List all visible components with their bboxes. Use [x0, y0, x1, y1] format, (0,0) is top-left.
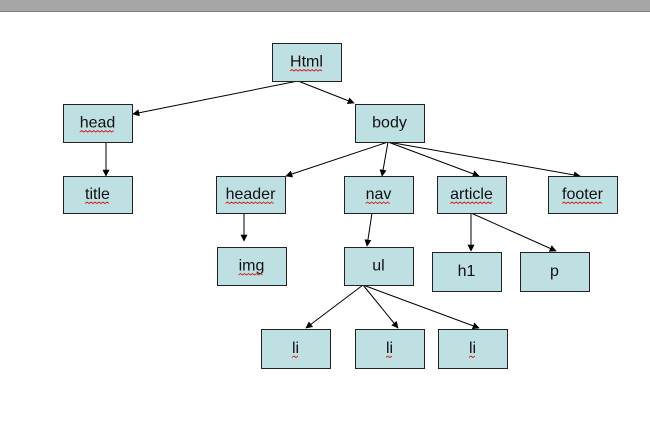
- spellcheck-underline-article: [449, 201, 493, 205]
- edge-body-to-header: [285, 141, 389, 178]
- spellcheck-underline-li3: [468, 355, 476, 359]
- spellcheck-underline-nav: [365, 201, 390, 205]
- node-box-li1: [261, 329, 331, 369]
- node-box-html: [272, 43, 342, 82]
- node-box-title: [63, 176, 133, 214]
- node-html: Html: [272, 43, 342, 82]
- node-h1: h1: [432, 252, 502, 292]
- node-li2: li: [355, 329, 425, 369]
- node-article: article: [437, 176, 507, 214]
- spellcheck-underline-li2: [385, 355, 393, 359]
- node-box-h1: [432, 252, 502, 292]
- edge-html-to-head: [132, 80, 299, 117]
- node-body: body: [355, 104, 425, 143]
- node-label-img: img: [239, 258, 265, 275]
- node-box-footer: [548, 176, 618, 214]
- spellcheck-underline-header: [225, 201, 274, 205]
- node-header: header: [216, 176, 286, 214]
- node-footer: footer: [548, 176, 618, 214]
- node-box-header: [216, 176, 286, 214]
- node-label-html: Html: [290, 54, 323, 71]
- node-img: img: [217, 247, 287, 286]
- node-box-li3: [438, 329, 508, 369]
- edge-article-to-p: [470, 212, 557, 252]
- node-label-body: body: [372, 115, 407, 132]
- node-label-title: title: [85, 186, 110, 203]
- edges-layer: [102, 80, 581, 330]
- node-label-article: article: [450, 186, 493, 203]
- top-bar: [0, 0, 650, 12]
- node-label-header: header: [226, 186, 276, 203]
- edge-body-to-footer: [387, 141, 581, 179]
- node-head: head: [63, 104, 133, 143]
- node-label-p: p: [550, 263, 559, 280]
- node-title: title: [63, 176, 133, 214]
- edge-html-to-body: [297, 80, 355, 104]
- node-label-h1: h1: [458, 263, 476, 280]
- node-label-li2: li: [386, 340, 393, 357]
- node-label-li1: li: [292, 340, 299, 357]
- spellcheck-underline-footer: [561, 201, 603, 205]
- node-p: p: [520, 252, 590, 292]
- node-label-nav: nav: [366, 186, 392, 203]
- node-nav: nav: [344, 176, 414, 214]
- node-box-ul: [344, 247, 414, 286]
- edge-ul-to-li2: [362, 284, 399, 329]
- spellcheck-underline-head: [79, 129, 114, 133]
- spellcheck-underline-title: [84, 201, 110, 205]
- edge-ul-to-li1: [305, 284, 364, 329]
- node-box-img: [217, 247, 287, 286]
- node-box-nav: [344, 176, 414, 214]
- node-box-head: [63, 104, 133, 143]
- node-box-li2: [355, 329, 425, 369]
- nodes-layer: Html head body title header nav article footer i…: [63, 43, 618, 369]
- node-li3: li: [438, 329, 508, 369]
- node-label-head: head: [80, 115, 116, 132]
- node-box-article: [437, 176, 507, 214]
- edge-body-to-article: [387, 141, 480, 178]
- edge-ul-to-li3: [362, 284, 480, 330]
- node-box-p: [520, 252, 590, 292]
- spellcheck-underline-img: [238, 272, 263, 276]
- edge-nav-to-ul: [364, 212, 373, 247]
- node-ul: ul: [344, 247, 414, 286]
- node-label-li3: li: [469, 340, 476, 357]
- spellcheck-underline-html: [289, 68, 323, 72]
- edge-body-to-nav: [379, 141, 389, 177]
- node-label-ul: ul: [372, 258, 384, 275]
- node-label-footer: footer: [562, 186, 604, 203]
- node-box-body: [355, 104, 425, 143]
- node-li1: li: [261, 329, 331, 369]
- spellcheck-underline-li1: [291, 355, 299, 359]
